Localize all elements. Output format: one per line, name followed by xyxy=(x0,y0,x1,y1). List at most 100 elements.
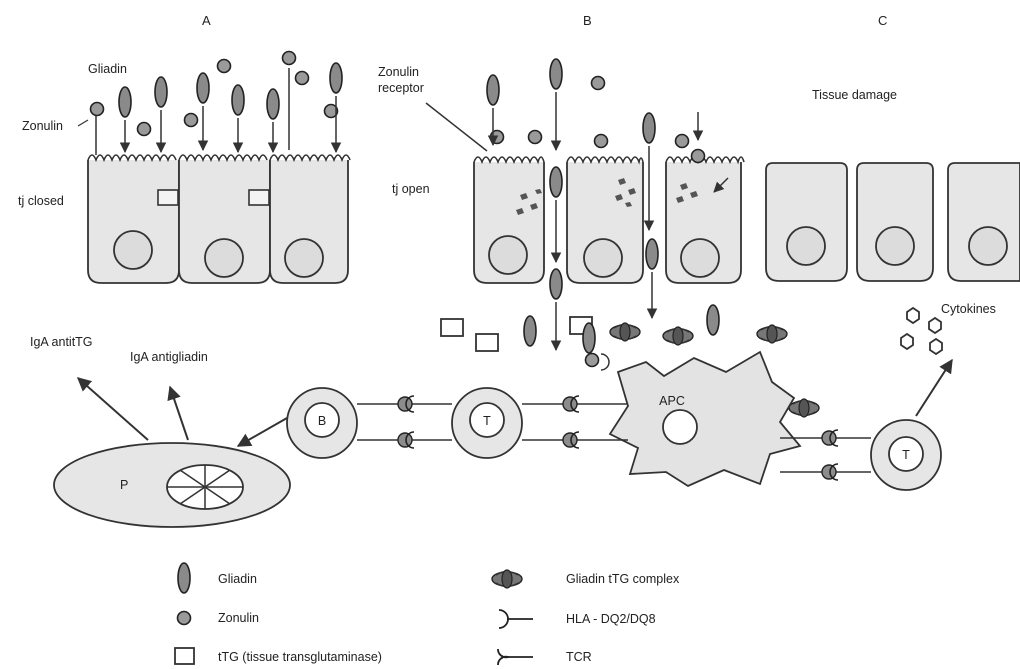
panel-label-b: B xyxy=(583,13,592,28)
gliadin-molecule xyxy=(583,323,595,353)
plasma-cell-label: P xyxy=(120,478,128,492)
gliadin-molecule xyxy=(550,59,562,89)
nucleus xyxy=(787,227,825,265)
antigen-presenting-cell: APC xyxy=(610,352,800,486)
t-cell-label: T xyxy=(483,414,491,428)
tj-closed-label: tj closed xyxy=(18,194,64,208)
tight-junction-closed xyxy=(249,190,269,205)
zonulin-molecule xyxy=(592,77,605,90)
legend-item-complex: Gliadin tTG complex xyxy=(492,570,680,588)
complex-legend-icon xyxy=(492,570,522,588)
t-cell: T xyxy=(452,388,522,458)
legend: Gliadin Zonulin tTG (tissue transglutami… xyxy=(175,563,680,665)
gliadin-ttg-complex xyxy=(757,325,787,343)
legend-item-hla: HLA - DQ2/DQ8 xyxy=(499,610,656,628)
hla-tcr-pair xyxy=(822,430,838,446)
epithelial-cell xyxy=(666,157,744,283)
hla-tcr-pair xyxy=(563,396,579,412)
t-cell-label: T xyxy=(902,448,910,462)
b-cell-label: B xyxy=(318,414,326,428)
apc-label: APC xyxy=(659,394,685,408)
hla-tcr-pair xyxy=(398,396,414,412)
tcr-legend-icon xyxy=(498,649,533,665)
nucleus xyxy=(969,227,1007,265)
panel-a-epithelium: Gliadin Zonulin tj closed xyxy=(18,52,350,284)
legend-item-gliadin: Gliadin xyxy=(178,563,257,593)
gliadin-molecule xyxy=(524,316,536,346)
gliadin-molecule xyxy=(646,239,658,269)
iga-antigliadin-label: IgA antigliadin xyxy=(130,350,208,364)
t-cell: T xyxy=(871,420,941,490)
legend-label: tTG (tissue transglutaminase) xyxy=(218,650,382,664)
plasma-cell: P xyxy=(54,443,290,527)
nucleus xyxy=(489,236,527,274)
gliadin-molecule xyxy=(267,89,279,119)
apc-nucleus xyxy=(663,410,697,444)
nucleus xyxy=(114,231,152,269)
hla-tcr-pair xyxy=(822,464,838,480)
gliadin-ttg-complex xyxy=(789,399,819,417)
gliadin-ttg-complex xyxy=(610,323,640,341)
legend-label: TCR xyxy=(566,650,592,664)
legend-label: Gliadin tTG complex xyxy=(566,572,680,586)
gliadin-molecule xyxy=(487,75,499,105)
zonulin-molecule xyxy=(586,354,599,367)
ttg-legend-icon xyxy=(175,648,194,664)
ttg-molecules xyxy=(441,317,592,351)
gliadin-label: Gliadin xyxy=(88,62,127,76)
gliadin-molecule xyxy=(119,87,131,117)
zonulin-molecule xyxy=(185,114,198,127)
gliadin-molecule xyxy=(707,305,719,335)
cytokines-label: Cytokines xyxy=(941,302,996,316)
zonulin-receptor-label: Zonulin xyxy=(378,65,419,79)
zonulin-molecule xyxy=(692,150,705,163)
epithelial-cell xyxy=(857,163,933,281)
iga-antittg-label: IgA antitTG xyxy=(30,335,93,349)
legend-item-zonulin: Zonulin xyxy=(178,611,260,625)
gliadin-molecule xyxy=(550,167,562,197)
legend-label: Gliadin xyxy=(218,572,257,586)
zonulin-molecule xyxy=(91,103,104,116)
zonulin-molecule xyxy=(595,135,608,148)
zonulin-molecule xyxy=(283,52,296,65)
tight-junction-closed xyxy=(158,190,178,205)
zonulin-legend-icon xyxy=(178,612,191,625)
zonulin-receptor-label: receptor xyxy=(378,81,424,95)
gliadin-molecule xyxy=(643,113,655,143)
nucleus xyxy=(584,239,622,277)
nucleus xyxy=(205,239,243,277)
nucleus xyxy=(285,239,323,277)
gliadin-molecule xyxy=(155,77,167,107)
tissue-damage-label: Tissue damage xyxy=(812,88,897,102)
nucleus xyxy=(681,239,719,277)
zonulin-molecule xyxy=(296,72,309,85)
hla-tcr-pair xyxy=(563,432,579,448)
legend-label: HLA - DQ2/DQ8 xyxy=(566,612,656,626)
epithelial-cell xyxy=(88,155,179,283)
gliadin-molecule xyxy=(330,63,342,93)
epithelial-cell xyxy=(766,163,847,281)
panel-c-epithelium: Tissue damage xyxy=(766,88,1020,281)
legend-label: Zonulin xyxy=(218,611,259,625)
panel-label-a: A xyxy=(202,13,211,28)
tj-open-label: tj open xyxy=(392,182,430,196)
epithelial-cell xyxy=(179,155,270,283)
panel-b-epithelium: Zonulin receptor tj open xyxy=(378,59,744,350)
epithelial-cell xyxy=(948,163,1020,281)
legend-item-ttg: tTG (tissue transglutaminase) xyxy=(175,648,382,664)
epithelial-cell xyxy=(567,157,643,283)
legend-item-tcr: TCR xyxy=(498,649,592,665)
cytokines xyxy=(901,308,942,354)
gliadin-ttg-complex xyxy=(663,327,693,345)
hla-tcr-pair xyxy=(398,432,414,448)
gliadin-molecule xyxy=(232,85,244,115)
gliadin-molecule xyxy=(197,73,209,103)
epithelial-cell xyxy=(474,157,544,283)
zonulin-molecule xyxy=(218,60,231,73)
gliadin-legend-icon xyxy=(178,563,190,593)
hla-legend-icon xyxy=(499,610,533,628)
zonulin-molecule xyxy=(138,123,151,136)
zonulin-molecule xyxy=(676,135,689,148)
nucleus xyxy=(876,227,914,265)
